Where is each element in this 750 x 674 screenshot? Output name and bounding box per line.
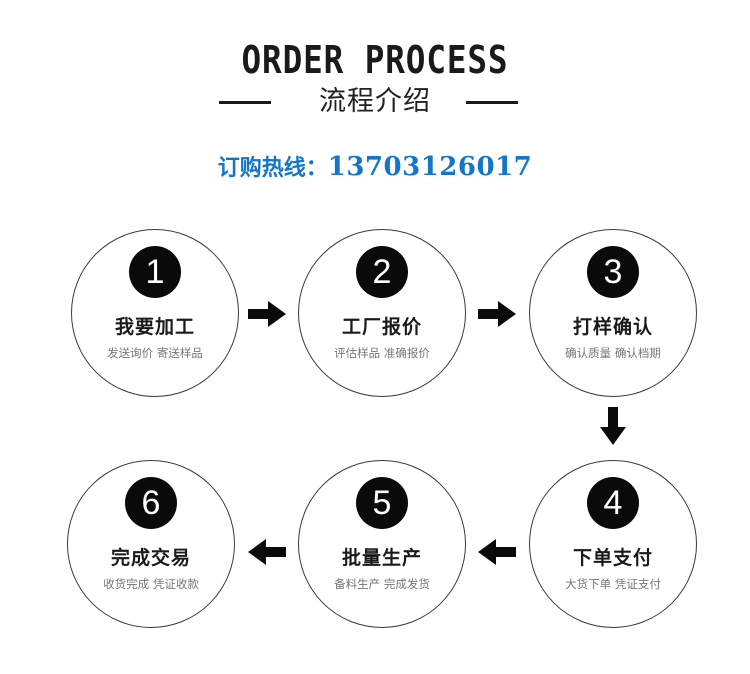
step-name: 完成交易 (110, 547, 191, 569)
hotline: 订购热线：13703126017 (0, 150, 750, 182)
step-5-circle: 5 批量生产 备料生产 完成发货 (298, 460, 466, 628)
step-name: 打样确认 (572, 316, 653, 338)
page-title: ORDER PROCESS (241, 38, 509, 82)
subtitle-left-rule (219, 101, 271, 104)
step-name: 工厂报价 (341, 316, 422, 338)
hotline-label: 订购热线： (217, 155, 328, 181)
step-description: 发送询价 寄送样品 (107, 346, 203, 360)
step-description: 评估样品 准确报价 (334, 346, 430, 360)
step-number-badge: 1 (129, 246, 181, 298)
arrow-left-icon (478, 539, 516, 565)
step-4-circle: 4 下单支付 大货下单 凭证支付 (529, 460, 697, 628)
arrow-left-icon (248, 539, 286, 565)
step-number-badge: 5 (356, 477, 408, 529)
step-number-badge: 6 (125, 477, 177, 529)
step-description: 收货完成 凭证收款 (103, 577, 199, 591)
step-name: 下单支付 (572, 547, 653, 569)
step-description: 确认质量 确认档期 (565, 346, 661, 360)
step-3-circle: 3 打样确认 确认质量 确认档期 (529, 229, 697, 397)
step-description: 备料生产 完成发货 (334, 577, 430, 591)
step-description: 大货下单 凭证支付 (565, 577, 661, 591)
step-name: 批量生产 (341, 547, 422, 569)
step-name: 我要加工 (114, 316, 195, 338)
step-6-circle: 6 完成交易 收货完成 凭证收款 (67, 460, 235, 628)
page-subtitle: 流程介绍 (319, 86, 431, 117)
subtitle-right-rule (466, 101, 518, 104)
subtitle-row: 流程介绍 (0, 84, 750, 120)
step-1-circle: 1 我要加工 发送询价 寄送样品 (71, 229, 239, 397)
step-2-circle: 2 工厂报价 评估样品 准确报价 (298, 229, 466, 397)
arrow-down-icon (600, 407, 626, 445)
step-number-badge: 2 (356, 246, 408, 298)
step-number-badge: 3 (587, 246, 639, 298)
arrow-right-icon (478, 301, 516, 327)
hotline-phone[interactable]: 13703126017 (327, 152, 533, 182)
arrow-right-icon (248, 301, 286, 327)
step-number-badge: 4 (587, 477, 639, 529)
